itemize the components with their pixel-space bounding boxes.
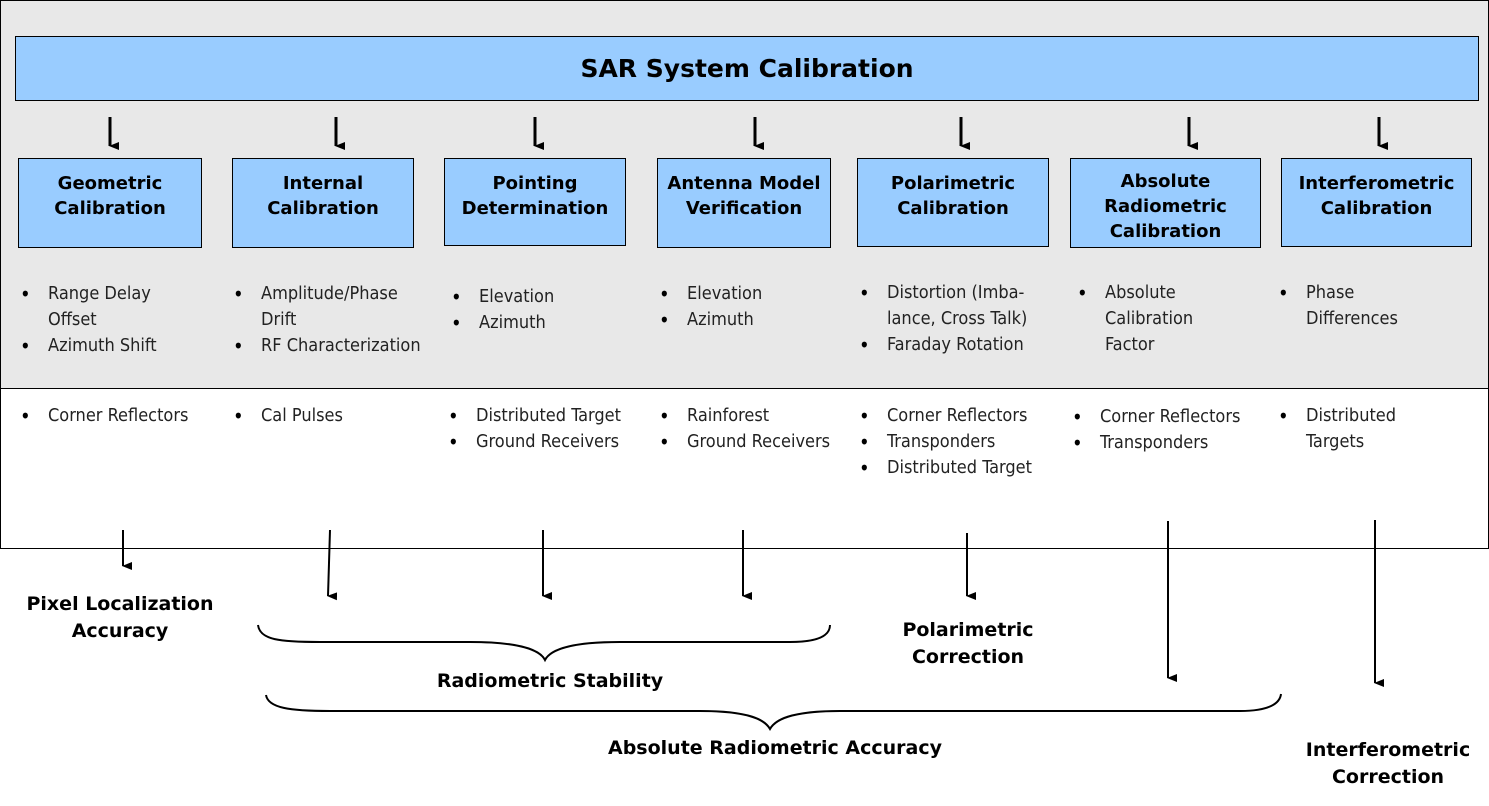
bullet-item: Elevation [657, 281, 762, 307]
bullet-item: Ground Receivers [446, 429, 621, 455]
result-line: Correction [911, 646, 1025, 668]
bullet-item: Absolute [1075, 280, 1193, 306]
bullet-item: Differences [1306, 308, 1398, 329]
category-label-line: Radiometric [1104, 196, 1227, 217]
bullet-item: Transponders [1070, 430, 1240, 456]
bullet-item: Offset [48, 309, 97, 330]
aspect-list-polarimetric: Distortion (Imba-lance, Cross Talk) Farad… [857, 280, 1027, 358]
bullet-item: Cal Pulses [231, 403, 343, 429]
category-label-line: Geometric [57, 173, 163, 194]
bullet-item: Ground Receivers [657, 429, 830, 455]
reference-list-absolute: Corner ReflectorsTransponders [1070, 404, 1240, 456]
bullet-item: Amplitude/Phase [231, 281, 421, 307]
arrow-internal-output [327, 529, 338, 601]
bullet-item: Azimuth [449, 310, 554, 336]
bullet-item: Distributed [1276, 403, 1396, 429]
result-line: Polarimetric [902, 619, 1034, 641]
bullet-item: Azimuth [657, 307, 762, 333]
bullet-item: Range Delay [18, 281, 157, 307]
bullet-item: Corner Reflectors [18, 403, 188, 429]
result-line: Absolute Radiometric Accuracy [607, 737, 943, 759]
result-line: Correction [1331, 766, 1445, 788]
bullet-item: Factor [1105, 334, 1155, 355]
bullet-item: Calibration [1105, 308, 1194, 329]
reference-list-internal: Cal Pulses [231, 403, 343, 429]
result-line: Interferometric [1305, 739, 1471, 761]
banner-title: SAR System Calibration [580, 54, 914, 83]
category-label-line: Calibration [54, 198, 166, 219]
reference-list-antenna: RainforestGround Receivers [657, 403, 830, 455]
bullet-item: Rainforest [657, 403, 830, 429]
bullet-item: Distributed Target [446, 403, 621, 429]
pixel-localization-accuracy-label: Pixel Localization Accuracy [20, 591, 220, 645]
bullet-item: Transponders [857, 429, 1032, 455]
category-label-line: Verification [685, 198, 803, 219]
bullet-item: Corner Reflectors [1070, 404, 1240, 430]
reference-list-pointing: Distributed TargetGround Receivers [446, 403, 621, 455]
output-arrows [122, 520, 1384, 687]
category-label-line: Calibration [1320, 198, 1433, 219]
aspect-list-pointing: ElevationAzimuth [449, 284, 554, 336]
bullet-item: Elevation [449, 284, 554, 310]
sar-system-calibration-banner: SAR System Calibration [15, 36, 1479, 101]
result-line: Pixel Localization [26, 593, 214, 615]
reference-list-polarimetric: Corner ReflectorsTranspondersDistributed… [857, 403, 1032, 481]
bullet-item: lance, Cross Talk) [887, 308, 1028, 329]
category-label-line: Internal [282, 173, 364, 194]
radiometric-stability-label: Radiometric Stability [400, 668, 700, 695]
category-label-line: Absolute [1120, 171, 1211, 192]
absolute-radiometric-accuracy-label: Absolute Radiometric Accuracy [575, 735, 975, 762]
result-line: Accuracy [71, 620, 169, 642]
category-label-line: Calibration [897, 198, 1009, 219]
bullet-item: Targets [1306, 431, 1365, 452]
category-label-line: Calibration [1109, 221, 1222, 242]
bullet-item: Drift [261, 309, 297, 330]
category-label-line: Polarimetric [890, 173, 1016, 194]
bullet-item: Azimuth Shift [18, 333, 157, 359]
bullet-item: Distortion (Imba- [857, 280, 1027, 306]
absolute-radiometric-accuracy-brace [265, 693, 1282, 732]
banner-arrows [108, 117, 1388, 150]
bullet-item: Corner Reflectors [857, 403, 1032, 429]
aspect-list-geometric: Range DelayOffsetAzimuth Shift [18, 281, 157, 359]
bullet-item: Phase [1276, 280, 1398, 306]
reference-list-geometric: Corner Reflectors [18, 403, 188, 429]
bullet-item: Distributed Target [857, 455, 1032, 481]
radiometric-stability-brace [257, 624, 831, 663]
category-label-line: Pointing [492, 173, 578, 194]
bullet-item: Faraday Rotation [857, 332, 1027, 358]
interferometric-correction-label: Interferometric Correction [1288, 737, 1488, 791]
aspect-list-antenna: ElevationAzimuth [657, 281, 762, 333]
category-label-line: Antenna Model [667, 173, 821, 194]
category-label-line: Interferometric [1298, 173, 1455, 194]
category-label-line: Determination [461, 198, 609, 219]
polarimetric-correction-label: Polarimetric Correction [868, 617, 1068, 671]
result-line: Radiometric Stability [436, 670, 664, 692]
category-label-line: Calibration [267, 198, 379, 219]
bullet-item: RF Characterization [231, 333, 421, 359]
